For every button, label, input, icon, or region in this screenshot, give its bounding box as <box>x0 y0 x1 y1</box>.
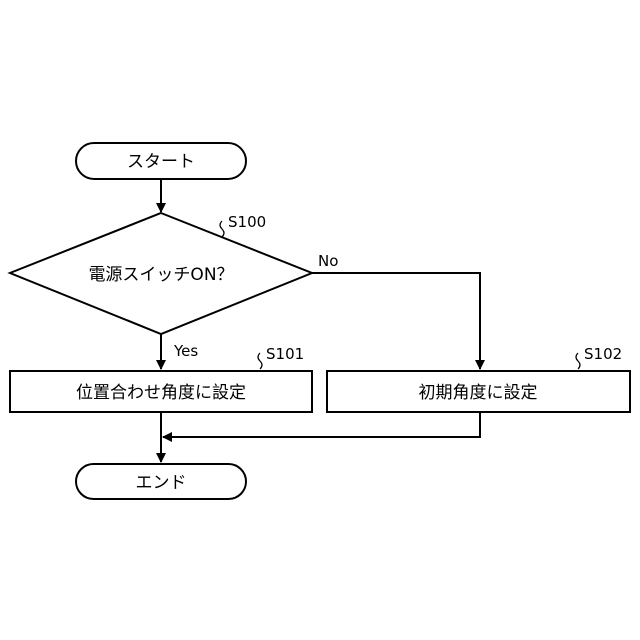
arrow-right-merge <box>163 412 480 437</box>
left-process-label: 位置合わせ角度に設定 <box>76 383 246 403</box>
start-label: スタート <box>127 152 195 172</box>
arrow-no-branch <box>312 273 480 369</box>
left-step-leader <box>258 353 262 369</box>
no-label: No <box>318 252 338 270</box>
end-label: エンド <box>136 473 187 493</box>
yes-label: Yes <box>173 342 198 360</box>
decision-node: 電源スイッチON？ <box>10 213 312 334</box>
right-step-label: S102 <box>584 345 622 363</box>
decision-step-label: S100 <box>228 213 266 231</box>
start-terminator: スタート <box>76 143 246 179</box>
left-process-box: 位置合わせ角度に設定 <box>10 371 312 412</box>
decision-step-leader <box>220 221 224 237</box>
left-step-label: S101 <box>266 345 304 363</box>
right-step-leader <box>576 353 580 369</box>
end-terminator: エンド <box>76 464 246 499</box>
decision-label: 電源スイッチON？ <box>88 265 233 285</box>
right-process-label: 初期角度に設定 <box>419 383 538 403</box>
right-process-box: 初期角度に設定 <box>327 371 630 412</box>
